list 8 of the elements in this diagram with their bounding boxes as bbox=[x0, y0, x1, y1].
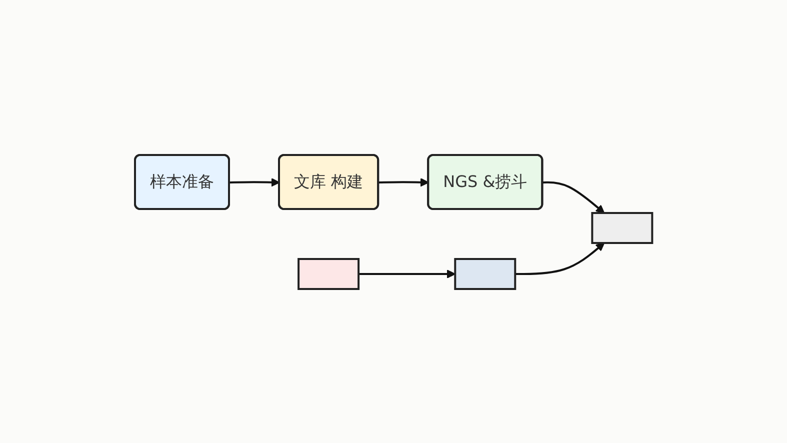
arrow bbox=[378, 177, 429, 186]
arrow bbox=[515, 242, 605, 274]
arrow bbox=[542, 180, 605, 213]
node-box bbox=[454, 258, 516, 290]
node-box bbox=[297, 258, 360, 290]
arrow bbox=[358, 269, 456, 278]
node-box bbox=[591, 212, 654, 244]
arrow bbox=[229, 177, 280, 186]
